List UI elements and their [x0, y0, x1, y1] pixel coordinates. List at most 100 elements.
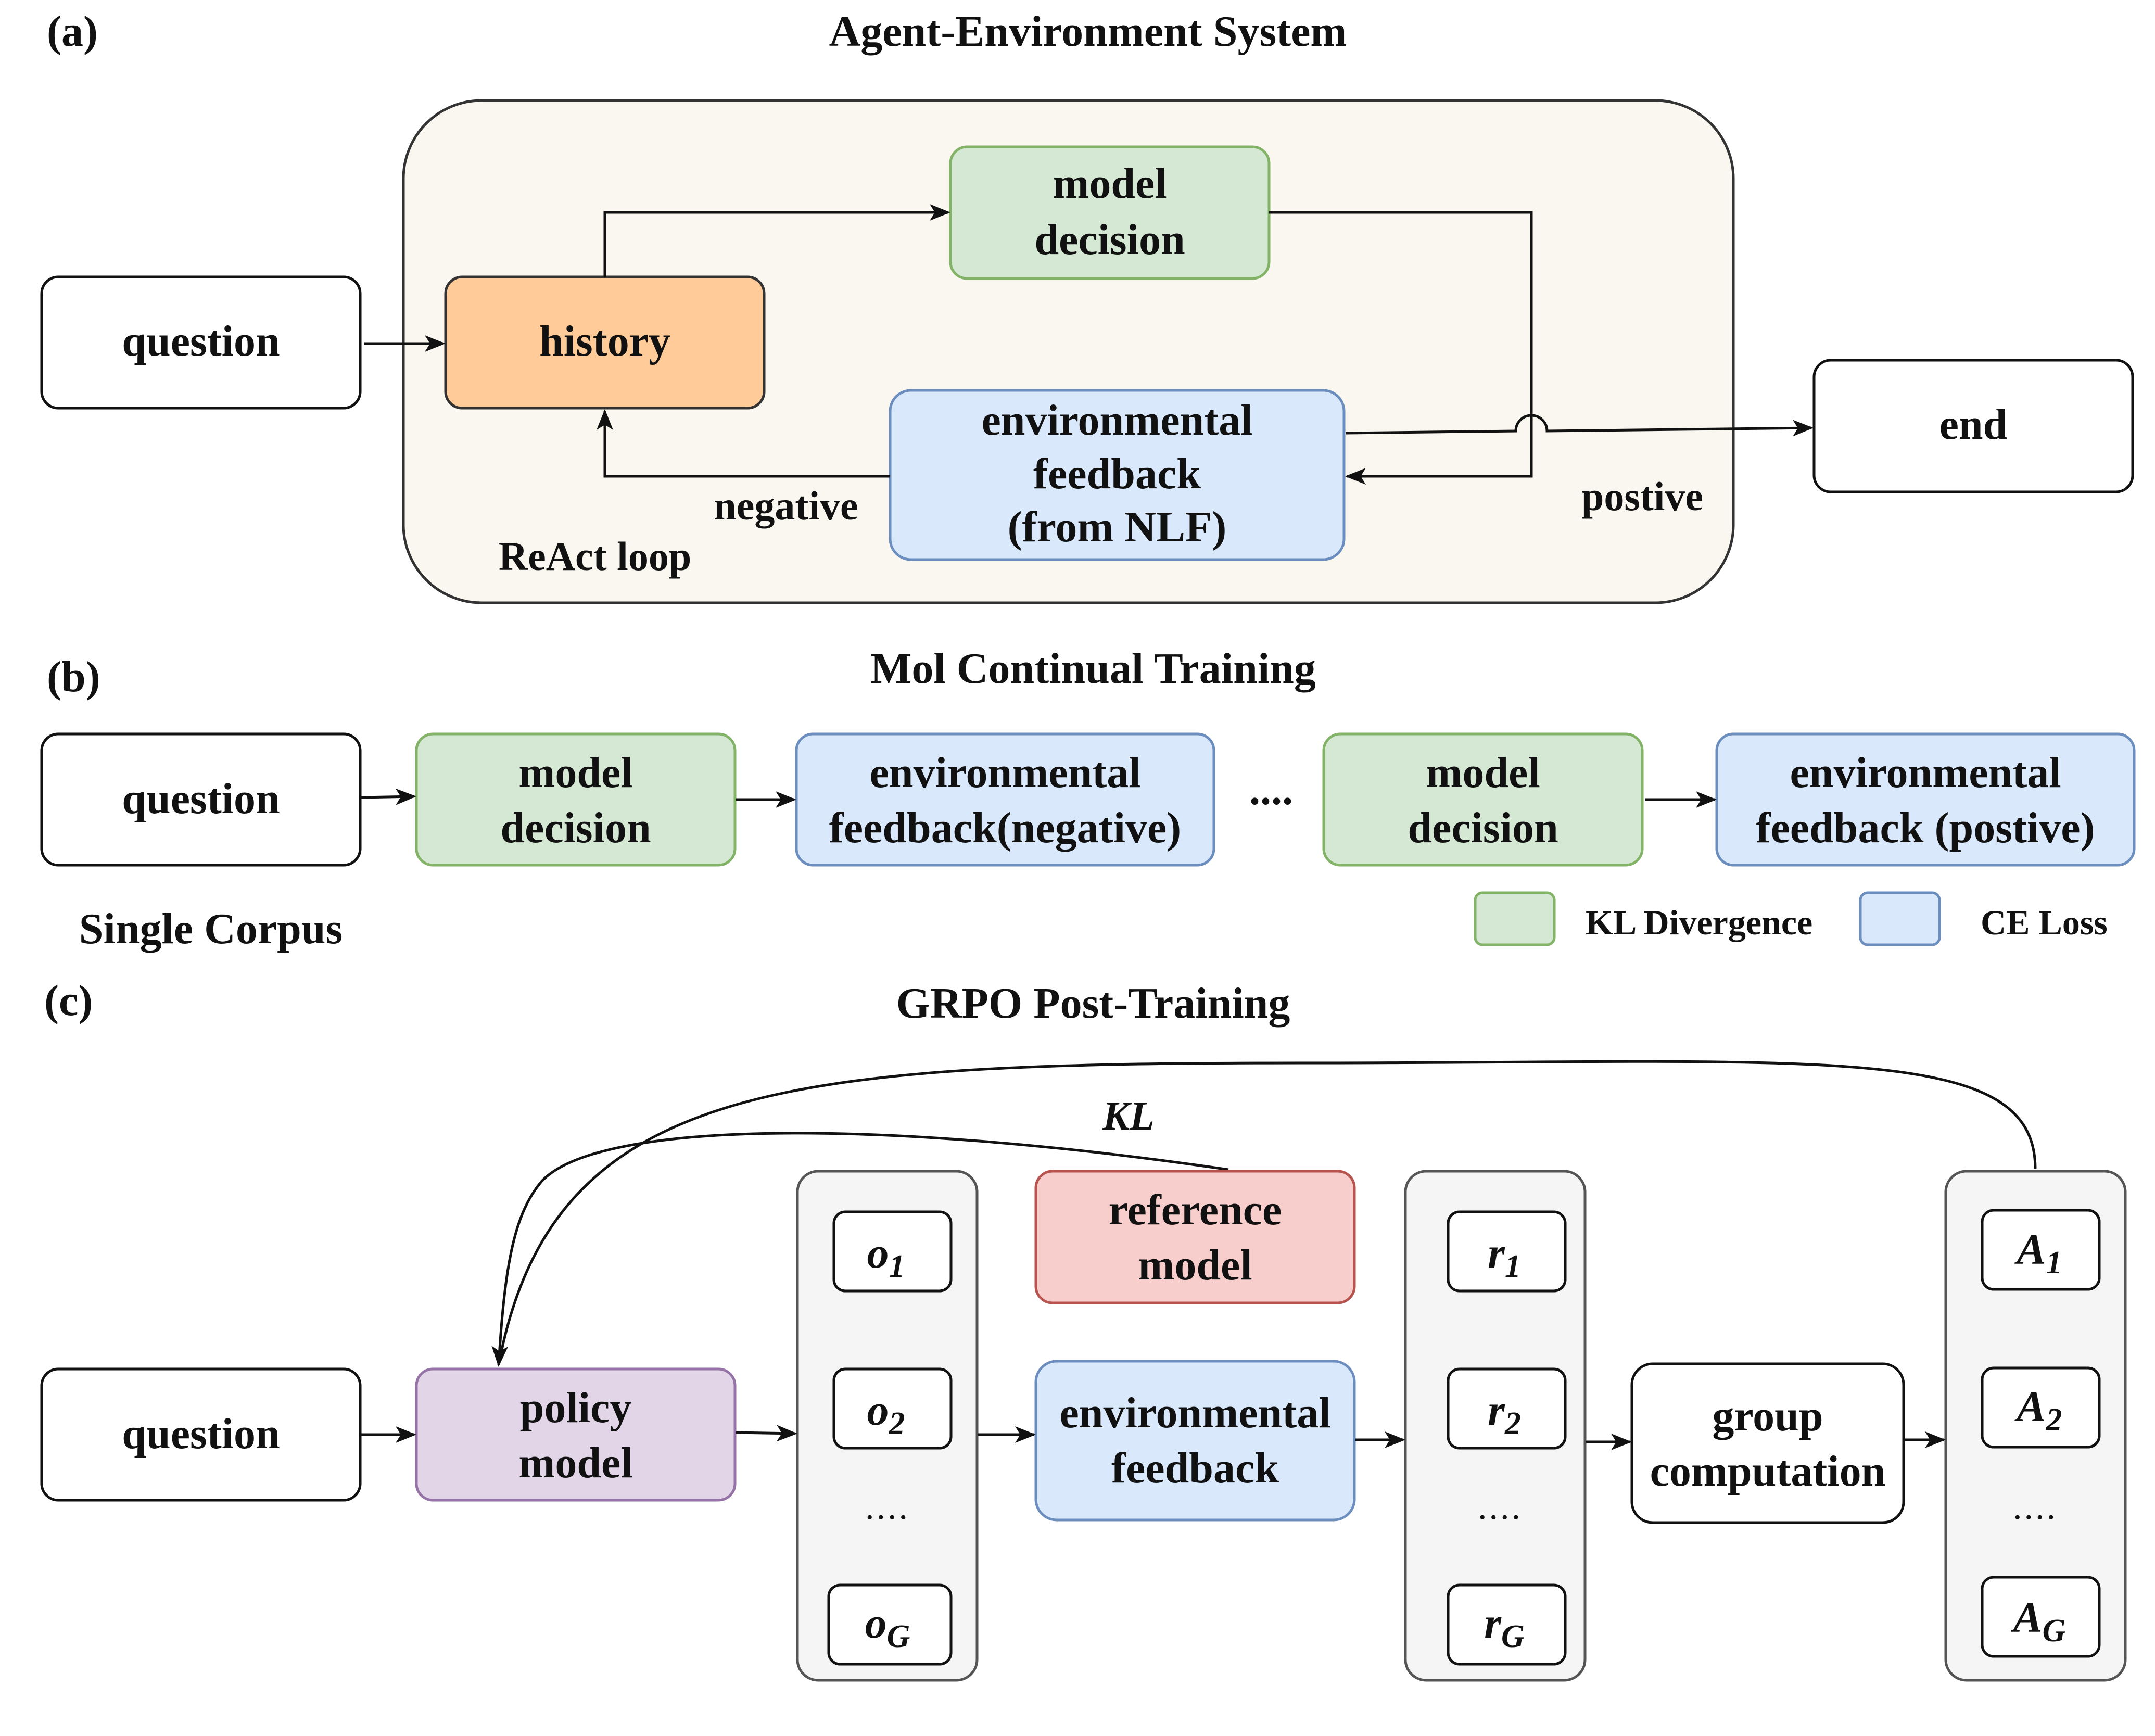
env-feedback-line3-a: (from NLF) [1008, 503, 1227, 551]
model-decision-b2-line1: model [1426, 749, 1540, 797]
model-decision-b1-line2: decision [500, 804, 651, 852]
policy-model-box [415, 1367, 737, 1502]
reward-cell-1 [1447, 1210, 1567, 1293]
question-label-c: question [122, 1410, 280, 1458]
reward-1-sub: 1 [1505, 1249, 1521, 1284]
model-decision-b1-line1: model [518, 749, 632, 797]
question-box-c [40, 1367, 362, 1502]
output-cell-1 [832, 1210, 953, 1293]
advantage-g-base: A [2011, 1593, 2043, 1642]
model-decision-line1-a: model [1053, 159, 1167, 208]
output-g-base: o [865, 1599, 887, 1648]
output-2-sub: 2 [889, 1406, 905, 1441]
output-cell-g [827, 1583, 953, 1666]
reward-g-base: r [1484, 1599, 1502, 1648]
env-feedback-line1-a: environmental [981, 396, 1252, 445]
reward-g: rG [1484, 1599, 1525, 1654]
advantage-cell-1 [1981, 1209, 2101, 1291]
reference-model-line1: reference [1109, 1186, 1282, 1234]
output-g: oG [865, 1599, 910, 1654]
env-feedback-box-c [1034, 1360, 1356, 1522]
edge-reference-policy [491, 1132, 1229, 1367]
output-ellipsis: .... [865, 1487, 910, 1527]
output-cell-2 [832, 1367, 953, 1450]
env-feedback-neg-line2: feedback(negative) [829, 804, 1182, 852]
output-2-base: o [867, 1386, 889, 1435]
env-feedback-neg-line1: environmental [869, 749, 1140, 797]
panel-a-title: Agent-Environment System [829, 7, 1347, 56]
question-label-a: question [122, 317, 280, 365]
question-label-b: question [122, 775, 280, 823]
panel-b-title: Mol Continual Training [870, 644, 1316, 693]
reward-g-sub: G [1501, 1619, 1525, 1654]
panel-c-label: (c) [44, 977, 93, 1025]
panel-b: (b) Mol Continual Training question mode… [40, 644, 2136, 953]
group-computation-box [1630, 1362, 1905, 1524]
legend-label-kl: KL Divergence [1586, 903, 1812, 942]
reward-1: r1 [1488, 1229, 1521, 1284]
reward-ellipsis: .... [1478, 1487, 1523, 1527]
reward-2-sub: 2 [1504, 1406, 1521, 1441]
panel-c-title: GRPO Post-Training [896, 979, 1290, 1028]
env-feedback-pos-line2: feedback (postive) [1756, 804, 2095, 852]
reward-2-base: r [1488, 1386, 1505, 1435]
positive-label-a: postive [1581, 474, 1703, 519]
question-box-b [40, 732, 362, 867]
kl-label: KL [1102, 1093, 1155, 1138]
output-1-base: o [867, 1229, 889, 1277]
reference-model-line2: model [1138, 1241, 1252, 1289]
advantage-2: A2 [2014, 1383, 2062, 1438]
legend-label-ce: CE Loss [1981, 903, 2108, 942]
env-feedback-c-line2: feedback [1111, 1444, 1279, 1492]
panel-a: (a) Agent-Environment System question hi… [40, 7, 2134, 604]
advantage-1: A1 [2014, 1225, 2062, 1281]
advantage-g: AG [2011, 1593, 2066, 1649]
advantage-g-sub: G [2043, 1613, 2066, 1649]
edge-feedback-end [1345, 414, 1814, 437]
edge-c-policy-outputs [736, 1425, 797, 1442]
edge-decision-feedback [1269, 211, 1533, 485]
group-computation-line2: computation [1650, 1447, 1886, 1496]
advantage-cell-2 [1981, 1366, 2101, 1449]
reference-model-box [1034, 1170, 1356, 1304]
group-computation-line1: group [1712, 1392, 1823, 1440]
edge-feedback-history [597, 409, 890, 478]
env-feedback-neg-box [795, 732, 1215, 867]
reward-cell-g [1447, 1583, 1567, 1666]
single-corpus-label: Single Corpus [79, 905, 343, 953]
end-label: end [1940, 400, 2008, 449]
advantage-1-base: A [2014, 1225, 2046, 1274]
advantage-ellipsis: .... [2013, 1487, 2058, 1527]
model-decision-b2-line2: decision [1408, 804, 1558, 852]
edge-b-question-decision [361, 788, 416, 805]
reward-2: r2 [1488, 1386, 1521, 1441]
legend-swatch-kl [1474, 891, 1556, 946]
advantage-2-base: A [2014, 1383, 2046, 1431]
output-1-sub: 1 [889, 1249, 905, 1284]
advantage-cell-g [1981, 1576, 2101, 1658]
legend-swatch-ce [1859, 891, 1941, 946]
output-g-sub: G [887, 1619, 910, 1654]
model-decision-box-b2 [1322, 732, 1644, 867]
reward-cell-2 [1447, 1367, 1567, 1450]
panel-b-label: (b) [47, 653, 100, 701]
edge-advantage-policy [497, 1060, 2037, 1365]
react-loop-label: ReAct loop [499, 534, 691, 579]
output-1: o1 [867, 1229, 905, 1284]
panel-a-label: (a) [47, 7, 98, 56]
edge-history-decision [603, 204, 950, 277]
env-feedback-pos-line1: environmental [1790, 749, 2061, 797]
end-box [1812, 359, 2134, 493]
policy-model-line1: policy [520, 1384, 632, 1432]
ellipsis-b: .... [1249, 766, 1293, 814]
advantage-1-sub: 1 [2046, 1245, 2062, 1281]
question-box-a [40, 275, 362, 410]
env-feedback-line2-a: feedback [1033, 450, 1201, 498]
output-2: o2 [867, 1386, 905, 1441]
model-decision-box-b1 [415, 732, 737, 867]
panel-c: (c) GRPO Post-Training KL question polic… [40, 977, 2127, 1682]
env-feedback-c-line1: environmental [1059, 1389, 1330, 1437]
model-decision-line2-a: decision [1034, 216, 1185, 264]
env-feedback-pos-box [1715, 732, 2136, 867]
